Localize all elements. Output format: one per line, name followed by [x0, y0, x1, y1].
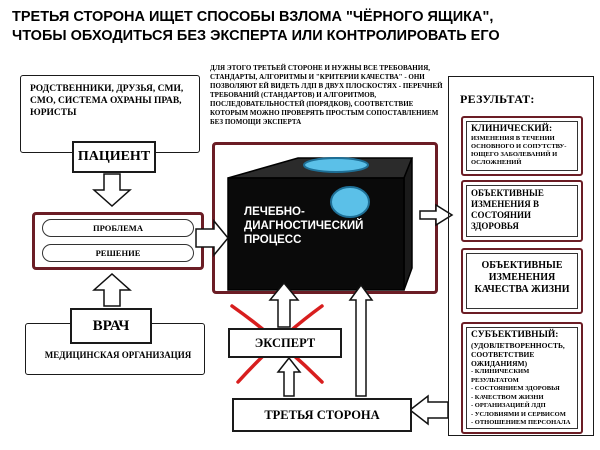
result-clinical: КЛИНИЧЕСКИЙ: ИЗМЕНЕНИЯ В ТЕЧЕНИИ ОСНОВНО… [461, 116, 583, 176]
decision-pill: РЕШЕНИЕ [42, 244, 194, 262]
problem-pill: ПРОБЛЕМА [42, 219, 194, 237]
list-item: - КЛИНИЧЕСКИМ РЕЗУЛЬТАТОМ [471, 368, 530, 384]
clinical-heading: КЛИНИЧЕСКИЙ: [471, 124, 553, 134]
subjective-list: - КЛИНИЧЕСКИМ РЕЗУЛЬТАТОМ - СОСТОЯНИЕМ З… [471, 368, 573, 428]
process-label-line-1: ЛЕЧЕБНО- [244, 206, 305, 218]
result-subjective: СУБЪЕКТИВНЫЙ: (УДОВЛЕТВОРЕННОСТЬ, СООТВЕ… [461, 322, 583, 434]
arrow-patient-to-problem [92, 173, 132, 208]
arrow-third-party-to-process [348, 283, 374, 397]
result-objective-quality: ОБЪЕКТИВНЫЕ ИЗМЕНЕНИЯ КАЧЕСТВА ЖИЗНИ [461, 248, 583, 314]
results-title: РЕЗУЛЬТАТ: [460, 92, 535, 106]
third-party-note: ДЛЯ ЭТОГО ТРЕТЬЕЙ СТОРОНЕ И НУЖНЫ ВСЕ ТР… [210, 64, 443, 126]
third-party-box: ТРЕТЬЯ СТОРОНА [232, 398, 412, 432]
arrow-expert-to-process [268, 281, 300, 328]
subjective-heading: СУБЪЕКТИВНЫЙ: [471, 330, 559, 340]
diagram-title: ТРЕТЬЯ СТОРОНА ИЩЕТ СПОСОБЫ ВЗЛОМА "ЧЁРН… [12, 8, 592, 46]
arrow-process-to-results [419, 203, 454, 227]
results-frame [448, 76, 594, 436]
arrow-to-process [195, 218, 229, 258]
result-objective-health: ОБЪЕКТИВНЫЕ ИЗМЕНЕНИЯ В СОСТОЯНИИ ЗДОРОВ… [461, 180, 583, 242]
title-line-1: ТРЕТЬЯ СТОРОНА ИЩЕТ СПОСОБЫ ВЗЛОМА "ЧЁРН… [12, 9, 494, 25]
clinical-text: ИЗМЕНЕНИЯ В ТЕЧЕНИИ ОСНОВНОГО И СОПУТСТВ… [471, 135, 567, 166]
patient-box: ПАЦИЕНТ [72, 141, 156, 173]
title-line-2: ЧТОБЫ ОБХОДИТЬСЯ БЕЗ ЭКСПЕРТА ИЛИ КОНТРО… [12, 28, 500, 44]
process-label-line-2: ДИАГНОСТИЧЕСКИЙ [244, 220, 364, 232]
arrow-doctor-to-decision [92, 272, 132, 307]
stakeholders-text: РОДСТВЕННИКИ, ДРУЗЬЯ, СМИ, СМО, СИСТЕМА … [30, 84, 184, 118]
list-item: - КАЧЕСТВОМ ЖИЗНИ [471, 393, 544, 401]
side-lens-icon [330, 186, 370, 218]
list-item: - ОТНОШЕНИЕМ ПЕРСОНАЛА [471, 419, 571, 426]
process-label-line-3: ПРОЦЕСС [244, 234, 302, 246]
expert-box: ЭКСПЕРТ [228, 328, 342, 358]
list-item: - УСЛОВИЯМИ И СЕРВИСОМ [471, 410, 566, 418]
organization-label: МЕДИЦИНСКАЯ ОРГАНИЗАЦИЯ [44, 350, 192, 360]
black-box-cube [227, 157, 414, 291]
arrow-third-party-to-expert [276, 356, 302, 397]
top-lens-icon [303, 157, 369, 173]
objective-health-text: ОБЪЕКТИВНЫЕ ИЗМЕНЕНИЯ В СОСТОЯНИИ ЗДОРОВ… [471, 188, 544, 231]
subjective-subtitle: (УДОВЛЕТВОРЕННОСТЬ, СООТВЕТСТВИЕ ОЖИДАНИ… [471, 341, 565, 368]
stakeholders-box [20, 75, 200, 153]
list-item: - ОРГАНИЗАЦИЕЙ ЛДП [471, 402, 546, 409]
doctor-box: ВРАЧ [70, 308, 152, 344]
arrow-results-to-third-party [408, 394, 449, 426]
objective-quality-text: ОБЪЕКТИВНЫЕ ИЗМЕНЕНИЯ КАЧЕСТВА ЖИЗНИ [474, 260, 570, 295]
process-label: ЛЕЧЕБНО- ДИАГНОСТИЧЕСКИЙ ПРОЦЕСС [244, 205, 394, 247]
list-item: - СОСТОЯНИЕМ ЗДОРОВЬЯ [471, 385, 560, 392]
